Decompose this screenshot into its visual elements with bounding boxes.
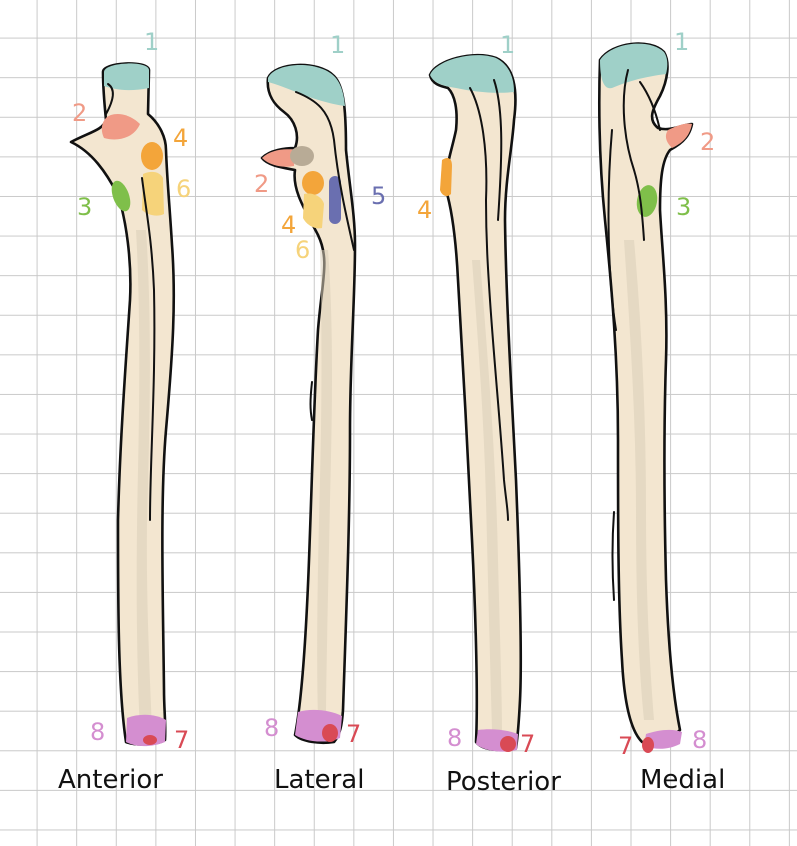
region-6-lateral — [303, 193, 324, 229]
view-medial: 1 2 3 7 8 Medial — [597, 28, 725, 795]
label-number: 1 — [144, 28, 159, 56]
region-4-posterior — [440, 158, 452, 197]
label-number: 4 — [417, 196, 432, 224]
label-number: 1 — [674, 28, 689, 56]
bone-inner-line-medial-3 — [607, 129, 617, 331]
bone-inner-line-posterior — [469, 87, 509, 521]
bone-inner-line-lateral-2 — [309, 381, 313, 421]
region-2-medial — [665, 123, 692, 148]
label-number: 6 — [295, 236, 310, 264]
label-number: 1 — [330, 31, 345, 59]
label-number: 7 — [520, 730, 535, 758]
region-6-anterior — [142, 171, 164, 216]
label-number: 7 — [346, 720, 361, 748]
label-number: 4 — [173, 124, 188, 152]
view-anterior: 1 2 3 4 6 8 7 Anterior — [58, 28, 191, 795]
label-number: 5 — [371, 182, 386, 210]
bone-inner-line-anterior — [141, 177, 156, 521]
label-number: 3 — [77, 193, 92, 221]
region-5-lateral — [329, 176, 341, 224]
view-label: Anterior — [58, 765, 163, 795]
label-number: 4 — [281, 211, 296, 239]
region-7-lateral — [322, 724, 338, 742]
region-1-anterior — [104, 63, 149, 91]
view-label: Posterior — [446, 767, 561, 797]
label-number: 8 — [90, 718, 105, 746]
region-3-anterior — [111, 180, 131, 212]
region-gray-lateral — [290, 146, 314, 166]
region-4-anterior — [141, 142, 163, 170]
region-4-lateral — [302, 171, 324, 195]
label-number: 3 — [676, 193, 691, 221]
bone-shading-posterior — [472, 260, 502, 730]
bone-outline-lateral — [260, 63, 357, 745]
label-number: 2 — [72, 99, 87, 127]
region-7-medial — [642, 737, 654, 753]
label-number: 7 — [174, 726, 189, 754]
region-7-posterior — [500, 736, 516, 752]
region-2-lateral — [262, 149, 295, 167]
bone-shading-medial — [624, 240, 654, 720]
bone-shading-lateral — [317, 250, 332, 720]
bone-inner-line-medial-2 — [639, 81, 661, 131]
label-number: 8 — [447, 724, 462, 752]
label-number: 1 — [500, 31, 515, 59]
region-1-medial — [600, 43, 668, 89]
bone-inner-line-posterior-2 — [493, 79, 503, 221]
bone-inner-line-medial — [622, 69, 645, 241]
label-number: 8 — [264, 714, 279, 742]
view-label: Lateral — [274, 765, 364, 795]
bone-inner-line-medial-4 — [611, 511, 615, 601]
bone-shading-anterior — [136, 230, 152, 730]
label-number: 6 — [176, 175, 191, 203]
view-label: Medial — [640, 765, 725, 795]
label-number: 8 — [692, 726, 707, 754]
bone-outline-medial — [597, 42, 694, 745]
view-posterior: 1 4 8 7 Posterior — [417, 31, 561, 797]
label-number: 7 — [618, 732, 633, 760]
label-number: 2 — [254, 170, 269, 198]
region-7-anterior — [143, 735, 157, 745]
region-1-lateral — [268, 64, 345, 106]
bone-inner-line-lateral — [295, 91, 355, 251]
view-lateral: 1 2 5 4 6 8 7 Lateral — [254, 31, 386, 795]
region-1-posterior — [430, 55, 514, 93]
region-2-anterior — [101, 114, 140, 140]
bone-inner-line-anterior-2 — [105, 83, 114, 115]
label-number: 2 — [700, 128, 715, 156]
